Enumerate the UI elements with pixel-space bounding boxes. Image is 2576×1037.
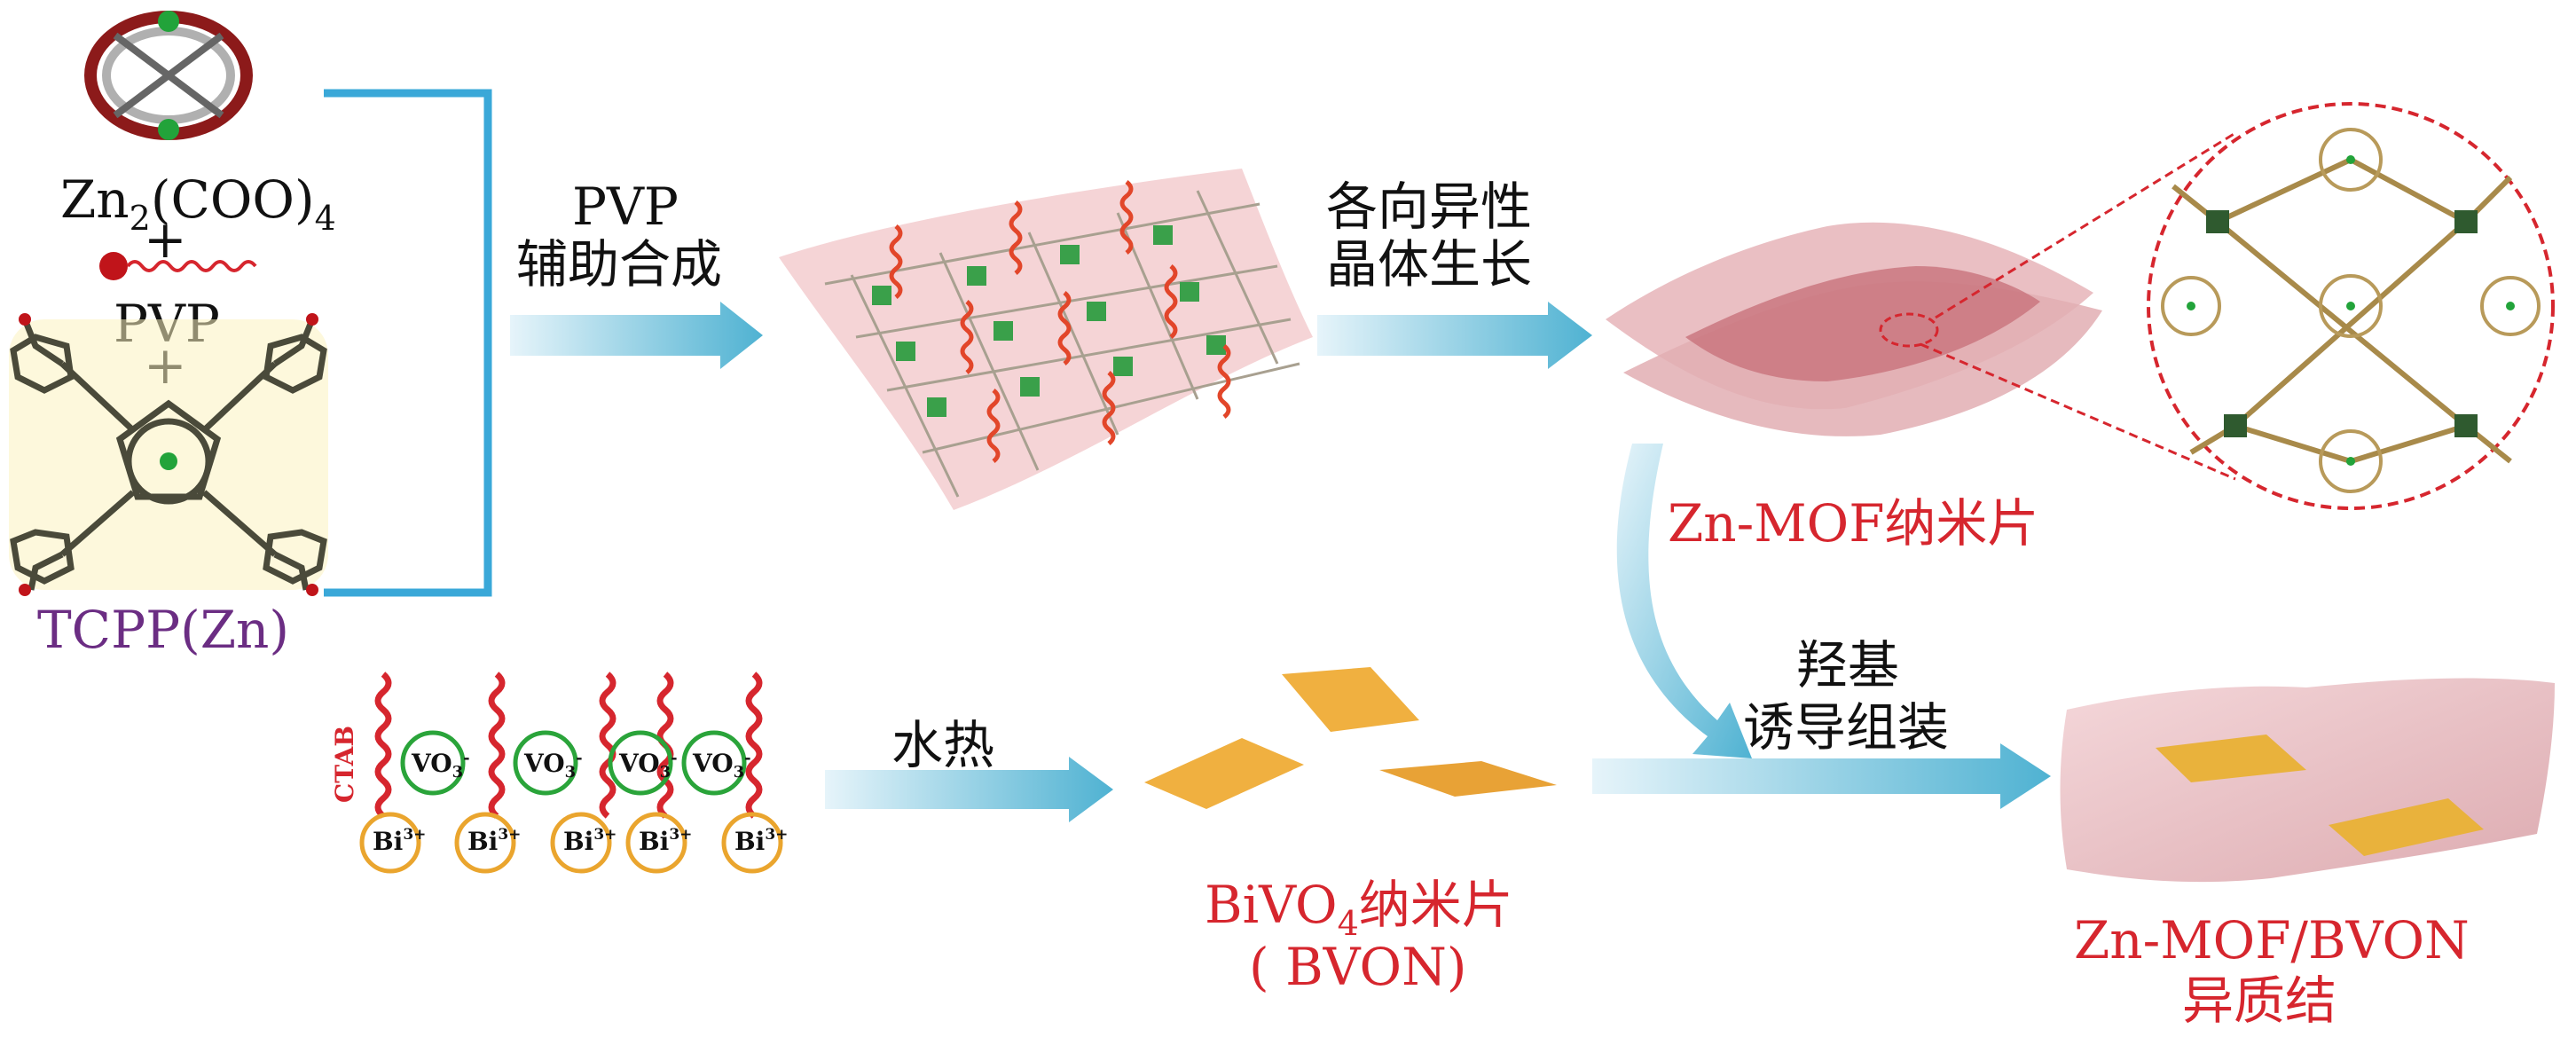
vo3-ion-labels: VO3- VO3- VO3- VO3- <box>411 749 751 782</box>
step-induced-assembly-label: 诱导组装 <box>1743 697 1949 758</box>
arrow-anisotropic-growth <box>1317 302 1592 369</box>
curved-arrow-down <box>1616 444 1752 758</box>
reagent-bracket <box>324 89 492 597</box>
mof-pvp-network-sheet <box>779 169 1313 510</box>
bivo4-nanosheets <box>1144 667 1557 809</box>
svg-text:VO3-: VO3- <box>692 749 751 782</box>
svg-text:Bi3+: Bi3+ <box>467 826 521 856</box>
heterojunction-cn-label: 异质结 <box>2182 970 2336 1031</box>
step-anisotropic-label: 各向异性 <box>1326 177 1532 237</box>
zoom-line-top <box>1935 131 2236 319</box>
bi-ion-labels: Bi3+ Bi3+ Bi3+ Bi3+ Bi3+ <box>373 826 788 856</box>
arrow-hydroxyl-assembly <box>1592 743 2051 809</box>
arrow-hydrothermal <box>825 757 1113 822</box>
zoom-line-bottom <box>1920 342 2236 481</box>
svg-text:Bi3+: Bi3+ <box>639 826 692 856</box>
step-pvp-assist-label: 辅助合成 <box>516 234 722 295</box>
bivo4-label: BiVO4纳米片 <box>1205 875 1513 943</box>
arrow-pvp-assisted <box>510 302 763 369</box>
pvp-molecule-icon <box>99 252 257 280</box>
zn-mof-nanosheet <box>1606 222 2102 436</box>
zn-paddlewheel-icon <box>84 11 253 140</box>
mof-lattice-magnified <box>2147 102 2555 510</box>
tcpp-label: TCPP(Zn) <box>37 600 289 660</box>
svg-text:VO3-: VO3- <box>618 749 678 782</box>
bvon-label: ( BVON) <box>1249 937 1466 997</box>
heterojunction-label: Zn-MOF/BVON <box>2074 910 2470 970</box>
svg-text:Bi3+: Bi3+ <box>734 826 788 856</box>
ctab-vo3-bi-assembly <box>359 672 783 874</box>
step-hydrothermal-label: 水热 <box>891 715 994 775</box>
tcpp-porphyrin-icon <box>9 313 328 596</box>
zn-mof-nanosheet-label: Zn-MOF纳米片 <box>1668 493 2038 554</box>
ctab-label: CTAB <box>330 726 359 803</box>
step-crystal-growth-label: 晶体生长 <box>1326 234 1532 295</box>
svg-text:VO3-: VO3- <box>523 749 583 782</box>
plus-sign-1: + <box>144 209 187 270</box>
zn-mof-bvon-heterojunction <box>2060 678 2555 883</box>
step-pvp-label: PVP <box>572 177 679 237</box>
svg-text:Bi3+: Bi3+ <box>563 826 617 856</box>
zn-coo-label: Zn2(COO)4 <box>60 169 336 238</box>
svg-text:Bi3+: Bi3+ <box>373 826 426 856</box>
step-hydroxyl-label: 羟基 <box>1796 635 1899 695</box>
svg-text:VO3-: VO3- <box>411 749 470 782</box>
